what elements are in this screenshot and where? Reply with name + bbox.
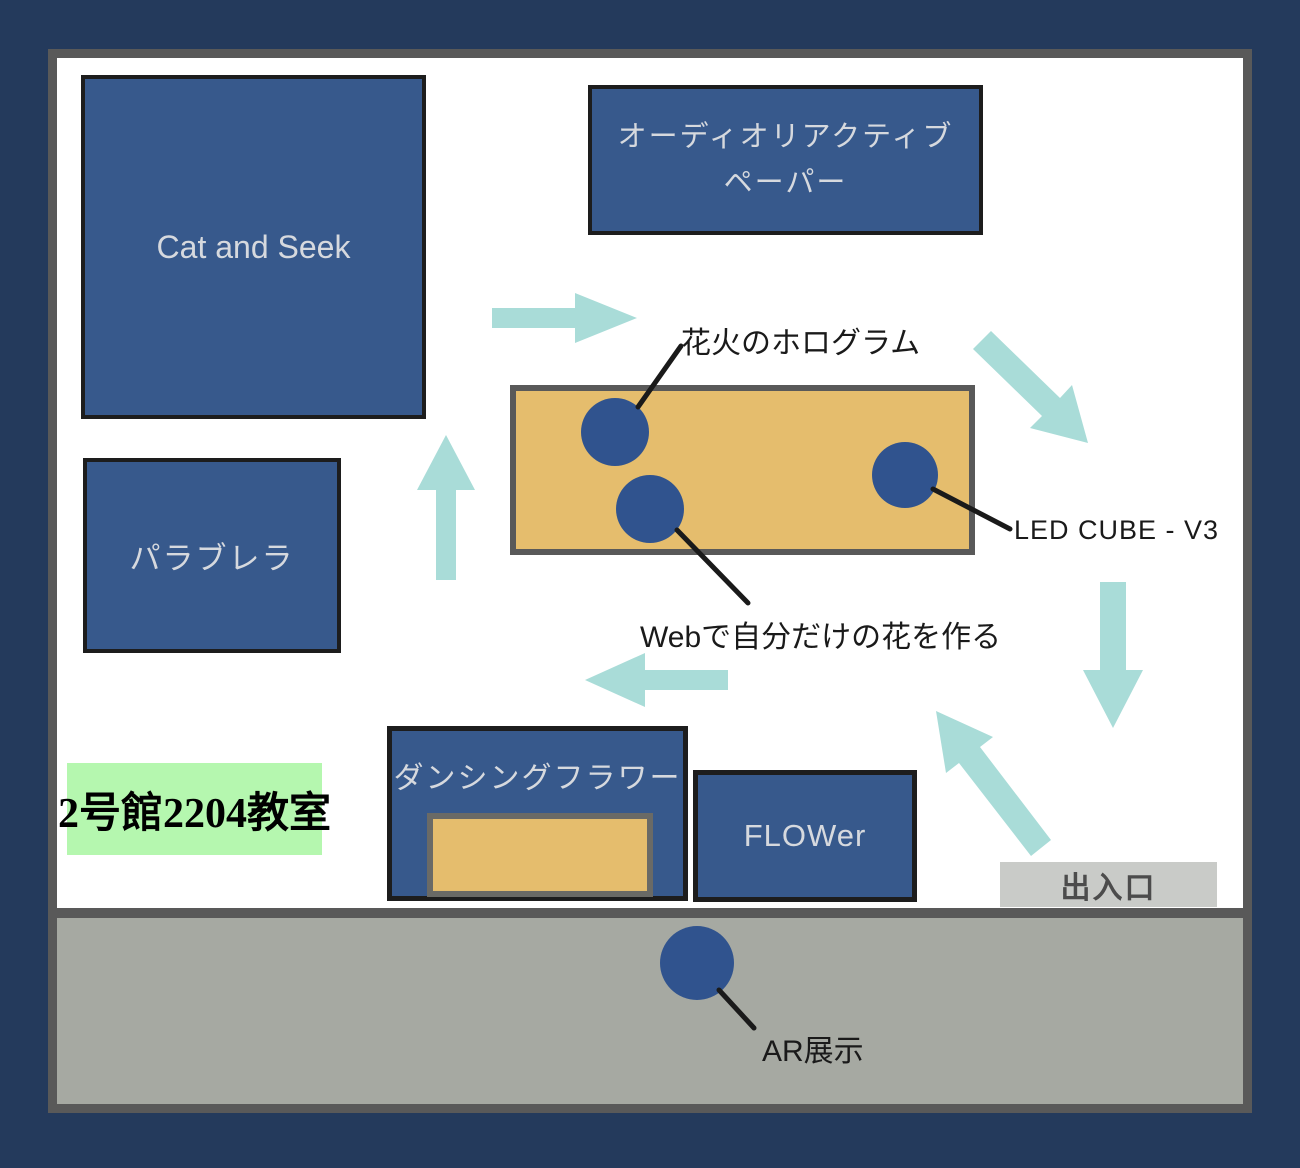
booth-audio-reactive-paper-label: オーディオリアクティブ ペーパー	[618, 114, 954, 206]
booth-parabrella: パラブレラ	[83, 458, 341, 653]
dancing-flower-table	[427, 813, 653, 897]
fireworks-hologram-label: 花火のホログラム	[681, 327, 921, 360]
led-cube-dot	[872, 442, 938, 508]
classroom-name-tag: 2号館2204教室	[58, 763, 331, 855]
booth-cat-and-seek: Cat and Seek	[81, 75, 426, 419]
booth-audio-line2: ペーパー	[723, 167, 848, 199]
booth-dancing-flower-label: ダンシングフラワー	[393, 762, 682, 795]
fireworks-hologram-dot	[581, 398, 649, 466]
booth-dancing-flower: ダンシングフラワー	[387, 726, 688, 901]
led-cube-label: LED CUBE - V3	[1014, 515, 1220, 545]
booth-flower: FLOWer	[693, 770, 917, 902]
booth-flower-label: FLOWer	[743, 818, 867, 853]
booth-audio-reactive-paper: オーディオリアクティブ ペーパー	[588, 85, 983, 235]
booth-parabrella-label: パラブレラ	[129, 541, 295, 576]
entrance-exit-tag: 出入口	[1000, 862, 1217, 907]
web-flower-label: Webで自分だけの花を作る	[640, 621, 1002, 654]
web-flower-dot	[616, 475, 684, 543]
corridor-area	[57, 908, 1243, 1104]
ar-exhibit-dot	[660, 926, 734, 1000]
entrance-exit-label: 出入口	[1060, 871, 1157, 905]
ar-exhibit-label: AR展示	[762, 1035, 864, 1068]
booth-audio-line1: オーディオリアクティブ	[617, 121, 954, 153]
classroom-name-label: 2号館2204教室	[58, 790, 332, 837]
booth-cat-and-seek-label: Cat and Seek	[156, 228, 351, 265]
